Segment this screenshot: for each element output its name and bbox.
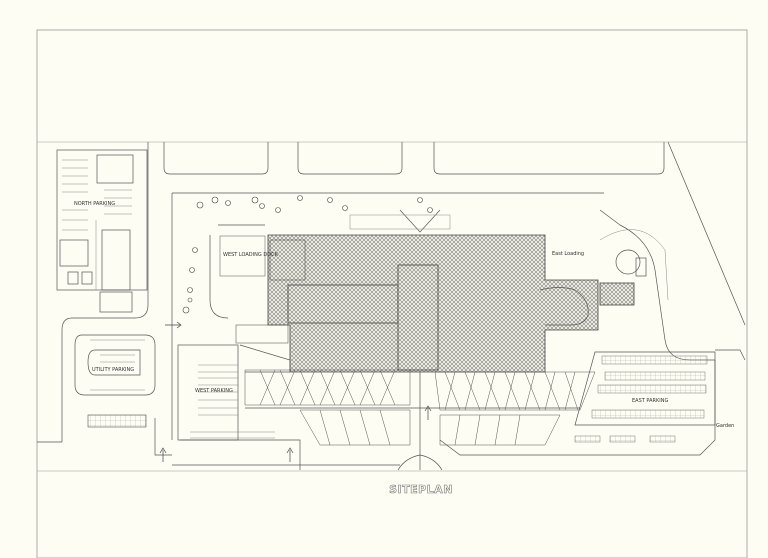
south-plaza (239, 344, 596, 471)
west-parking-label: WEST PARKING (195, 388, 233, 394)
west-parking-lot: WEST PARKING (177, 344, 275, 441)
east-loading-label: East Loading (552, 251, 584, 257)
east-parking-lot: EAST PARKING Garden (574, 351, 734, 443)
east-garden-area (599, 229, 669, 301)
sheet-border (36, 29, 748, 558)
west-loading-label: WEST LOADING DOCK (223, 252, 279, 258)
left-road (37, 142, 172, 456)
garden-label: Garden (716, 423, 734, 429)
north-parking-label: NORTH PARKING (74, 201, 115, 207)
drawing-title: SITEPLAN (389, 483, 453, 496)
direction-arrows (159, 321, 432, 462)
utility-parking-label: UTILITY PARKING (92, 367, 134, 373)
east-parking-label: EAST PARKING (632, 398, 668, 404)
top-road-blocks (163, 141, 746, 326)
north-parking-lot: NORTH PARKING (56, 149, 148, 313)
site-perimeter-road (171, 192, 746, 470)
landscape-trees (182, 195, 433, 314)
utility-parking-lot: UTILITY PARKING (74, 334, 156, 428)
main-building: WEST LOADING DOCK East Loading (219, 209, 635, 373)
